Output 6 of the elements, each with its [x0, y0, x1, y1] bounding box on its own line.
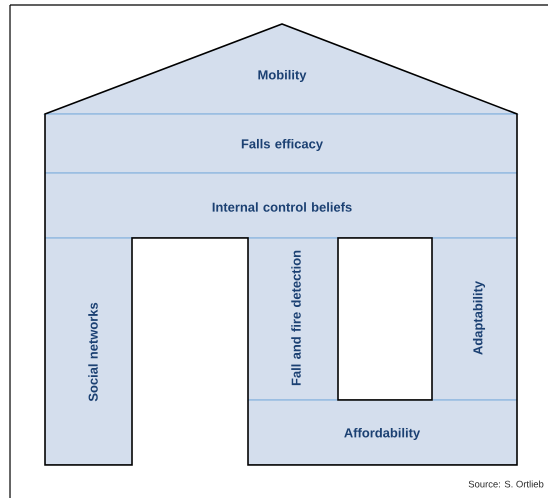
pillar: Social networks	[44, 238, 132, 466]
beam-band: Falls efficacy	[44, 114, 518, 174]
pillar: Adaptability	[432, 238, 518, 400]
base-band: Affordability	[248, 400, 518, 466]
pillar: Fall and fire detection	[248, 238, 338, 400]
source-note: Source: S. Ortlieb	[468, 480, 544, 488]
